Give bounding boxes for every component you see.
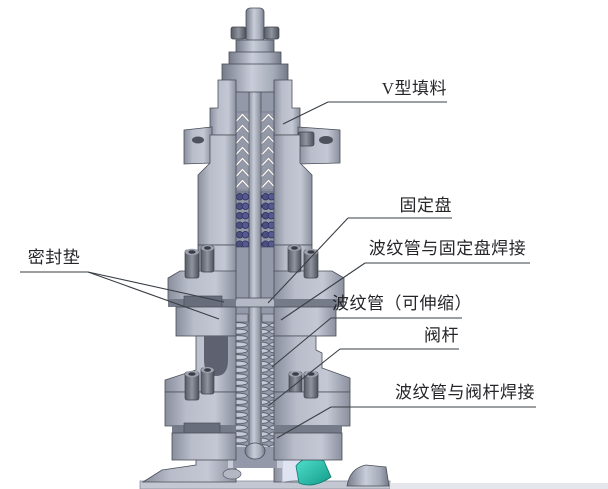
leader-stem	[267, 348, 341, 407]
bonnet-flange-lower	[164, 367, 351, 461]
body-bottom-band-right	[390, 483, 608, 489]
bolt	[303, 370, 319, 399]
stem-nut-right	[263, 26, 280, 40]
body-shoulder-left	[141, 457, 237, 483]
label-gasket: 密封垫	[27, 248, 81, 267]
stem-top-assembly	[221, 7, 289, 93]
label-stem: 阀杆	[424, 326, 459, 345]
bore-bottom-cap	[222, 468, 242, 480]
annotation-lines	[20, 101, 536, 439]
disc-wedge	[346, 464, 390, 487]
gasket-gap-lower-right	[274, 425, 342, 433]
bolt	[200, 367, 215, 395]
gland-step-2	[228, 51, 282, 66]
leader-fixed-plate	[267, 217, 349, 304]
label-bellows: 波纹管（可伸缩）	[332, 294, 472, 313]
bolt	[200, 245, 215, 273]
neck-bolt	[288, 371, 303, 395]
bellows-stem-weld-bulge	[244, 442, 266, 460]
yoke-neck	[164, 335, 351, 395]
bolt	[184, 248, 200, 279]
lug-hole-right	[319, 136, 333, 144]
gasket-gap-upper-right	[274, 299, 344, 307]
v-packing-right	[260, 111, 275, 191]
valve-stem	[248, 59, 262, 456]
housing-wall-right	[273, 79, 301, 136]
stem-rod-top	[245, 7, 265, 45]
flange-plate2-left	[175, 306, 237, 337]
fixed-plate	[228, 297, 282, 308]
leader-gasket-1	[87, 271, 225, 303]
lug-hole-left	[192, 136, 204, 144]
packing-rings-left	[235, 191, 250, 248]
leader-v-packing	[282, 101, 329, 125]
flange-plate1-left	[167, 270, 237, 301]
stem-nut-left	[230, 26, 247, 40]
gasket-slot-lower	[183, 422, 221, 435]
label-v-packing: V型填料	[381, 79, 447, 98]
bolt	[287, 245, 302, 273]
flange-plate2-right	[273, 306, 337, 337]
leader-gasket-2	[87, 271, 220, 320]
label-fixed-plate: 固定盘	[399, 196, 452, 215]
leader-bellows	[271, 317, 332, 368]
lflange-plate2-left	[171, 432, 237, 461]
packing-rings-right	[260, 191, 275, 248]
housing-wall-left	[209, 79, 237, 136]
lflange-plate1-left	[164, 391, 237, 427]
bolt	[184, 370, 200, 401]
valve-bottom-body	[139, 451, 608, 489]
lower-flange-bolts	[184, 367, 319, 401]
yoke-window	[204, 336, 228, 376]
upper-housing	[183, 79, 341, 246]
leader-bellows-stem-weld	[276, 406, 332, 439]
label-bellows-stem-weld: 波纹管与阀杆焊接	[395, 383, 535, 402]
lflange-plate2-right	[273, 432, 343, 461]
bolt	[303, 248, 319, 279]
label-bellows-plate-weld: 波纹管与固定盘焊接	[368, 239, 527, 258]
gland-step-1	[235, 39, 275, 54]
leader-bellows-plate-weld	[280, 262, 366, 321]
v-packing-left	[235, 111, 250, 191]
lug-left	[183, 126, 213, 165]
lflange-plate1-right	[273, 391, 351, 427]
